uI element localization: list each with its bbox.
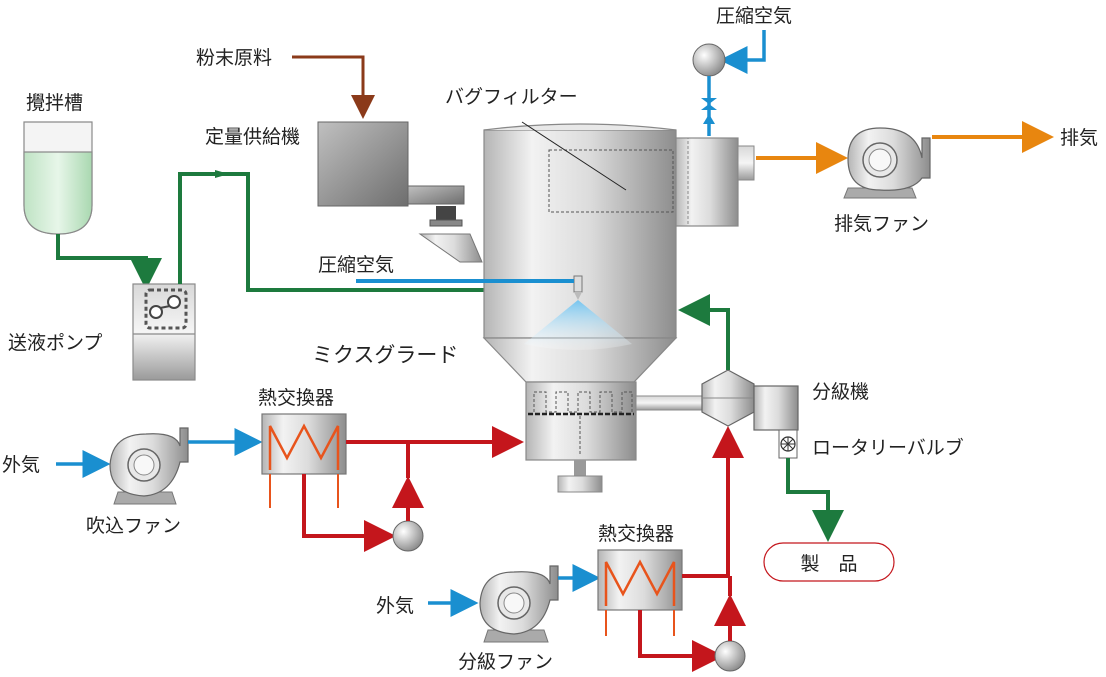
heat-exchanger-1 [261,413,347,508]
classifier [635,369,799,459]
heat-exchanger-1-label: 熱交換器 [258,387,334,409]
air-up-arrow [703,114,715,124]
compressed-air-top-line [719,30,766,74]
product-terminal [763,542,895,582]
liquid-pump-label: 送液ポンプ [8,332,102,354]
stirring-tank [23,121,93,235]
bag-filter-leader-line [521,121,627,191]
bag-filter-label: バグフィルター [445,86,578,108]
outside-air-1-label: 外気 [2,454,40,476]
rotary-to-product-line [786,458,844,542]
compressed-air-top-label: 圧縮空気 [716,5,792,27]
product-label: 製 品 [800,553,857,575]
hx2-to-classifier-line [682,426,744,578]
liquid-pump [132,283,196,381]
recirc-damper-1 [392,520,424,552]
valve-icon [701,98,717,110]
stirring-tank-label: 攪拌槽 [26,92,83,114]
liquid-flow-arrow [215,170,229,178]
compressed-air-tank [692,43,726,77]
tank-to-pump-line [56,234,162,290]
classifier-label: 分級機 [812,381,869,403]
feeder-label: 定量供給機 [205,126,300,148]
heat-exchanger-2 [597,549,683,636]
pump-to-nozzle-line [178,172,576,292]
mix-granulator-vessel [482,123,678,493]
hx1-recirc-line [302,474,396,552]
hx2-recirc-line [638,610,724,672]
classifier-fan [479,565,559,643]
powder-feeder [317,121,483,263]
recirc-damper-2 [714,640,746,672]
exhaust-label: 排気 [1060,127,1098,149]
powder-feed-line [292,55,375,119]
classifier-fan-label: 分級ファン [458,651,553,673]
blower-fan [109,427,189,505]
exhaust-housing [675,137,755,227]
exhaust-fan [843,127,931,199]
powder-material-label: 粉末原料 [196,47,272,69]
exhaust-fan-label: 排気ファン [834,213,929,235]
mix-granulator-label: ミクスグラード [312,343,458,367]
outside-air-2-label: 外気 [376,595,414,617]
classifier-return-line [678,294,730,370]
rotary-valve-label: ロータリーバルブ [812,436,964,459]
blower-fan-label: 吹込ファン [86,515,181,537]
compressed-air-nozzle-label: 圧縮空気 [318,254,394,276]
heat-exchanger-2-label: 熱交換器 [598,523,674,545]
